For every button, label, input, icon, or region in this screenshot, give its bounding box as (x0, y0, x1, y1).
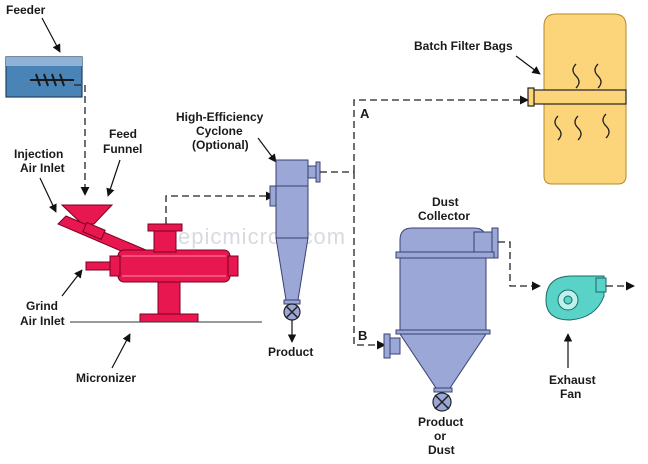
collector-to-fan-line (498, 241, 541, 291)
grind-label-2: Air Inlet (20, 314, 65, 328)
injection-label-1: Injection (14, 147, 63, 161)
feeder-to-funnel-line (74, 84, 90, 196)
exhaust-fan-label-2: Fan (560, 387, 581, 401)
feeder (5, 56, 83, 98)
feeder-leader (41, 17, 61, 53)
micronizer (57, 204, 239, 323)
micronizer-detail (122, 255, 226, 277)
micronizer-label: Micronizer (76, 371, 136, 385)
injection-label-2: Air Inlet (20, 161, 65, 175)
filter-bags-leader (515, 55, 541, 75)
filter-bag (527, 13, 627, 185)
feeder-label: Feeder (6, 3, 46, 17)
dust-collector (383, 227, 499, 393)
feed-funnel-label-1: Feed (109, 127, 137, 141)
feed-funnel-leader (106, 159, 121, 197)
cyclone-leader (257, 137, 277, 163)
feeder-screw-icon (30, 73, 74, 87)
dust-collector-label-2: Collector (418, 209, 470, 223)
exhaust-fan-label-1: Exhaust (549, 373, 596, 387)
route-b-label: B (358, 328, 367, 343)
dust-collector-label-1: Dust (432, 195, 459, 209)
route-a-label: A (360, 106, 370, 121)
product-or-dust-label-1: Product (418, 415, 463, 429)
cyclone-valve-icon (283, 303, 301, 321)
cyclone-label-2: Cyclone (196, 124, 243, 138)
exhaust-fan (545, 275, 607, 321)
route-a-line (353, 95, 529, 172)
grind-label-1: Grind (26, 299, 58, 313)
watermark-text: epicmicron.com (178, 224, 346, 249)
feed-funnel-label-2: Funnel (103, 142, 142, 156)
micronizer-to-cyclone-line (165, 191, 275, 224)
airflow-icon (554, 63, 610, 141)
cyclone-label-3: (Optional) (192, 138, 249, 152)
cyclone (269, 159, 321, 305)
filter-bags-label: Batch Filter Bags (414, 39, 513, 53)
cyclone-product-label: Product (268, 345, 313, 359)
product-or-dust-label-3: Dust (428, 443, 455, 457)
route-b-line (353, 172, 386, 350)
dust-collector-valve-icon (432, 392, 452, 412)
cyclone-label-1: High-Efficiency (176, 110, 264, 124)
injection-leader (39, 177, 57, 213)
micronizer-leader (111, 333, 131, 369)
grind-leader (61, 269, 83, 297)
product-or-dust-label-2: or (434, 429, 446, 443)
